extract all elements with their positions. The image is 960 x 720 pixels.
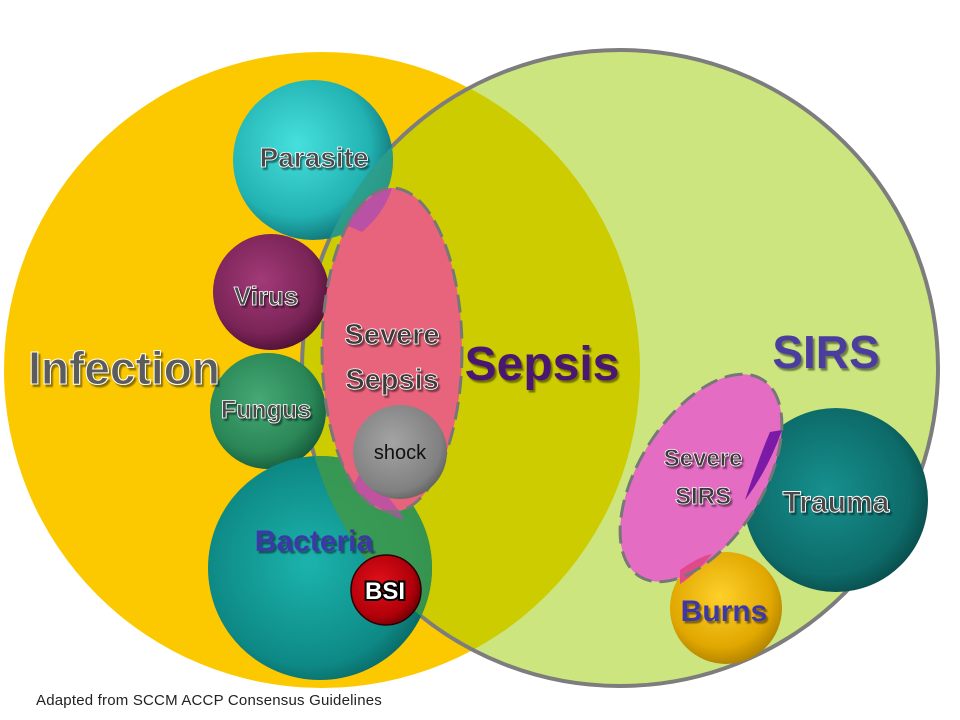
severe-sepsis-label-line2: Sepsis (345, 364, 439, 396)
bsi-circle (350, 554, 422, 626)
bacteria-label: Bacteria (255, 525, 374, 558)
virus-label: Virus (234, 281, 299, 311)
sepsis-label: Sepsis (465, 338, 620, 391)
fungus-circle (210, 353, 326, 469)
severe-sepsis-label-line1: Severe (344, 319, 439, 351)
shock-label: shock (374, 442, 427, 464)
severe-sirs-outline (618, 372, 784, 584)
virus-circle (213, 234, 329, 350)
severe-sirs-trauma-tint (745, 430, 782, 500)
infection-label: Infection (28, 342, 220, 394)
burns-label: Burns (681, 595, 768, 628)
sirs-label: SIRS (772, 326, 879, 378)
severe-sirs-ellipse (620, 374, 782, 582)
severe-sepsis-outline (320, 186, 464, 514)
sepsis-overlap (302, 52, 640, 686)
trauma-circle (744, 408, 928, 592)
parasite-label: Parasite (260, 142, 369, 173)
severe-sepsis-parasite-tint (346, 188, 392, 232)
severe-sirs-label-line2: SIRS (675, 483, 731, 510)
fungus-label: Fungus (221, 396, 311, 424)
burns-circle (670, 552, 782, 664)
severe-sirs-label-line1: Severe (664, 445, 743, 472)
shock-circle (353, 405, 447, 499)
bsi-label: BSI (365, 578, 405, 605)
source-caption: Adapted from SCCM ACCP Consensus Guideli… (36, 692, 382, 709)
trauma-label: Trauma (783, 486, 890, 519)
